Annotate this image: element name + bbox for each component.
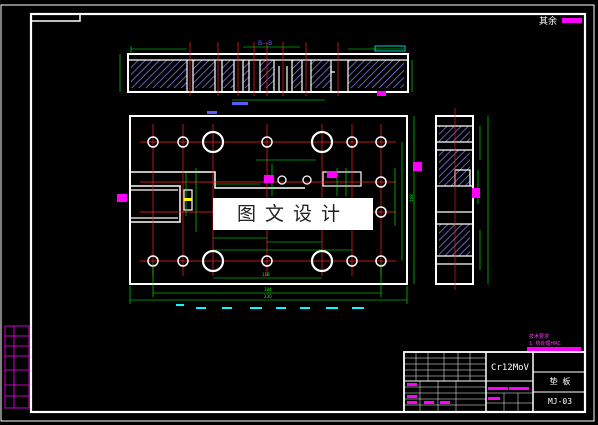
tech-notes-heading: 技术要求 bbox=[529, 334, 550, 340]
roughness-symbol bbox=[562, 18, 582, 23]
height-dim: 108 bbox=[408, 194, 414, 202]
side-section-view bbox=[435, 108, 489, 290]
corner-note: 其余 bbox=[539, 17, 558, 27]
overall-width-dim: 230 bbox=[264, 294, 272, 299]
inner-border bbox=[29, 12, 587, 414]
tech-notes-line: 1. 热处理HRC bbox=[529, 341, 561, 347]
title-block-grid bbox=[403, 351, 586, 413]
left-revision-table bbox=[4, 325, 30, 409]
section-label: B—B bbox=[258, 40, 273, 47]
top-section-view bbox=[119, 42, 413, 105]
drawing-number-cell: MJ-03 bbox=[547, 397, 573, 406]
watermark: 图文设计 bbox=[213, 198, 373, 230]
material-cell: Cr12MoV bbox=[491, 363, 529, 373]
outer-frame bbox=[0, 4, 595, 422]
inner-width-dim: 184 bbox=[264, 287, 272, 292]
mid-span-dim: 118 bbox=[262, 272, 270, 277]
notes-underline bbox=[527, 347, 581, 351]
title-block-labels bbox=[407, 383, 529, 404]
projection-box bbox=[30, 13, 81, 22]
part-name-cell: 垫 板 bbox=[549, 377, 571, 386]
